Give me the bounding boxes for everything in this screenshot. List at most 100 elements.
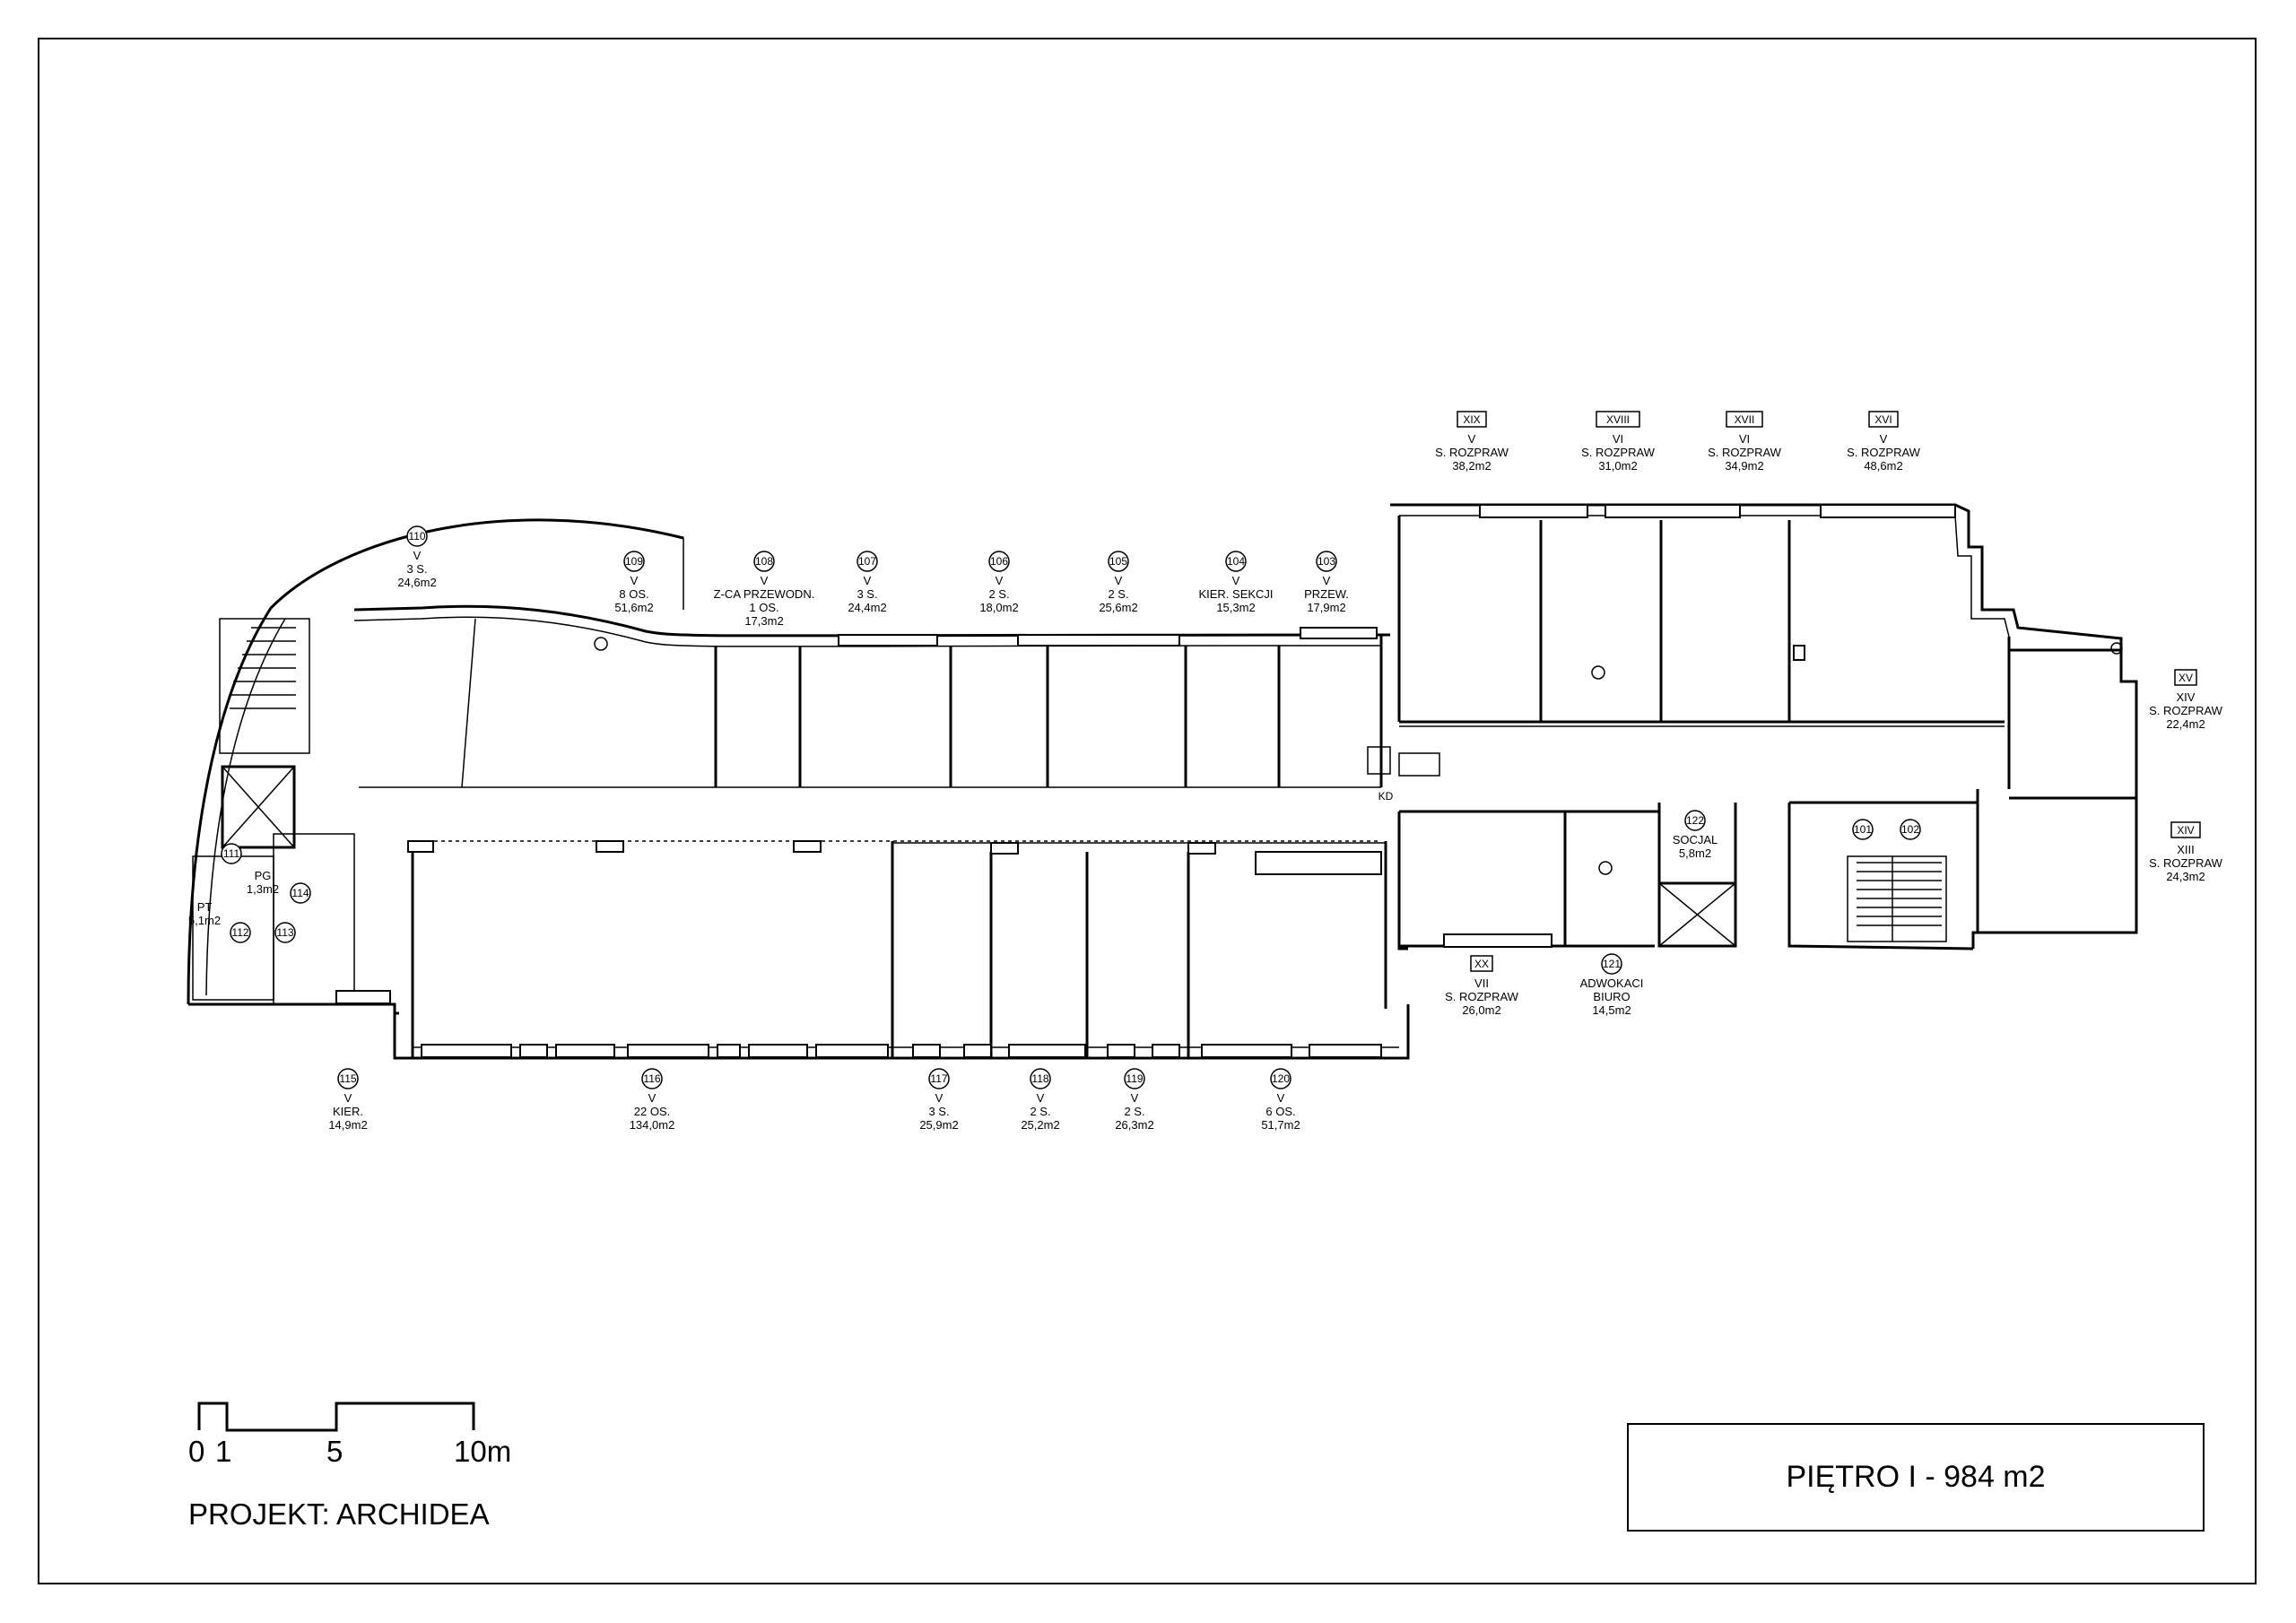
plan-windows	[335, 504, 1956, 1058]
room-label-line: V	[1323, 574, 1331, 587]
room-number: 111	[223, 847, 240, 860]
room-label-line: 3 S.	[406, 562, 427, 576]
hall-number-box	[1470, 955, 1493, 972]
hall-number-box	[1457, 411, 1487, 428]
room-number: 117	[930, 1072, 947, 1085]
room-label-line: 2 S.	[1108, 587, 1128, 601]
room-label-line: 14,9m2	[328, 1118, 367, 1132]
room-label-line: 3 S.	[928, 1105, 949, 1118]
room-label-line: V	[761, 574, 769, 587]
room-number: 122	[1686, 814, 1704, 827]
room-label-line: PT	[197, 900, 213, 914]
room-label-line: V	[996, 574, 1004, 587]
room-label-line: V	[864, 574, 872, 587]
title-block-frame	[1627, 1423, 2205, 1532]
room-label-line: S. ROZPRAW	[1435, 446, 1509, 459]
room-label-line: 3 S.	[857, 587, 877, 601]
room-number-circle	[1852, 819, 1874, 840]
scale-label-0: 0	[188, 1435, 204, 1468]
room-label-line: S. ROZPRAW	[2149, 704, 2223, 717]
room-label-line: ADWOKACI	[1580, 976, 1644, 990]
room-label-line: V	[1468, 432, 1476, 446]
room-label-line: 15,3m2	[1216, 601, 1255, 614]
room-label-line: XIV	[2177, 690, 2196, 704]
hall-number-box	[1726, 411, 1763, 428]
room-number: 108	[755, 555, 773, 568]
room-number-circle	[274, 922, 296, 943]
room-label-line: V	[631, 574, 639, 587]
room-number: 106	[990, 555, 1008, 568]
room-number-circle	[988, 551, 1010, 572]
room-number: 121	[1603, 958, 1621, 970]
room-label-line: 26,3m2	[1115, 1118, 1153, 1132]
room-number: 120	[1272, 1072, 1290, 1085]
room-number-circle	[623, 551, 645, 572]
room-number: 115	[339, 1072, 356, 1085]
plan-fixtures	[407, 637, 2123, 875]
room-label-line: PG	[255, 869, 272, 882]
scale-bar: 0 1 5 10m	[188, 1402, 511, 1468]
room-label-line: V	[1232, 574, 1240, 587]
room-number: 103	[1318, 555, 1335, 568]
project-credit: PROJEKT: ARCHIDEA	[188, 1497, 490, 1531]
hall-number: XVII	[1735, 413, 1755, 426]
room-number: 101	[1854, 823, 1872, 836]
room-number: 107	[858, 555, 876, 568]
room-label-line: 51,6m2	[614, 601, 653, 614]
room-number-circle	[230, 922, 251, 943]
room-label-line: 22,4m2	[2166, 717, 2205, 731]
room-number-circle	[290, 882, 311, 904]
hall-number-box	[1868, 411, 1899, 428]
scale-label-10m: 10m	[454, 1435, 511, 1468]
room-number-circle	[1270, 1068, 1292, 1089]
room-label-line: 26,0m2	[1462, 1003, 1500, 1017]
room-label-line: V	[1880, 432, 1888, 446]
plan-walls	[187, 503, 2138, 1060]
room-label-line: VI	[1613, 432, 1623, 446]
room-number-circle	[1030, 1068, 1051, 1089]
room-label-line: SOCJAL	[1673, 833, 1718, 846]
room-number: 102	[1901, 823, 1919, 836]
room-number-circle	[928, 1068, 950, 1089]
room-label-line: 5,8m2	[1679, 846, 1711, 860]
scale-label-1: 1	[215, 1435, 231, 1468]
room-number-circle	[857, 551, 878, 572]
room-number: 104	[1227, 555, 1245, 568]
room-label-line: 18,0m2	[979, 601, 1018, 614]
room-label-line: 51,7m2	[1261, 1118, 1300, 1132]
room-label-line: 2 S.	[1124, 1105, 1144, 1118]
room-label-line: 1,3m2	[247, 882, 279, 896]
room-label-line: 25,2m2	[1021, 1118, 1059, 1132]
room-label-line: 8 OS.	[619, 587, 648, 601]
room-number: 109	[625, 555, 643, 568]
room-label-line: 17,3m2	[744, 614, 783, 628]
room-number: 113	[276, 926, 293, 939]
room-number: 112	[231, 926, 248, 939]
room-number-circle	[1601, 953, 1622, 975]
hall-number: XVI	[1874, 413, 1892, 426]
room-number-circle	[337, 1068, 359, 1089]
hall-number-box	[1596, 411, 1640, 428]
room-label-line: BIURO	[1593, 990, 1630, 1003]
room-label-line: KIER.	[333, 1105, 363, 1118]
room-label-line: 5,1m2	[188, 914, 221, 927]
room-label-line: S. ROZPRAW	[1847, 446, 1921, 459]
room-label-line: V	[1131, 1091, 1139, 1105]
room-label-line: XIII	[2177, 843, 2195, 856]
room-label-line: VI	[1739, 432, 1750, 446]
room-label-line: 134,0m2	[630, 1118, 675, 1132]
room-label-line: KIER. SEKCJI	[1198, 587, 1273, 601]
room-label-line: V	[935, 1091, 944, 1105]
room-label-line: V	[1037, 1091, 1045, 1105]
room-number-circle	[1225, 551, 1247, 572]
room-number: 116	[643, 1072, 660, 1085]
room-number-circle	[641, 1068, 663, 1089]
room-label-line: Z-CA PRZEWODN.	[714, 587, 815, 601]
room-number: 119	[1126, 1072, 1143, 1085]
room-label-line: 14,5m2	[1592, 1003, 1631, 1017]
room-label-line: V	[344, 1091, 352, 1105]
room-label-line: S. ROZPRAW	[1581, 446, 1656, 459]
room-number: 105	[1109, 555, 1127, 568]
